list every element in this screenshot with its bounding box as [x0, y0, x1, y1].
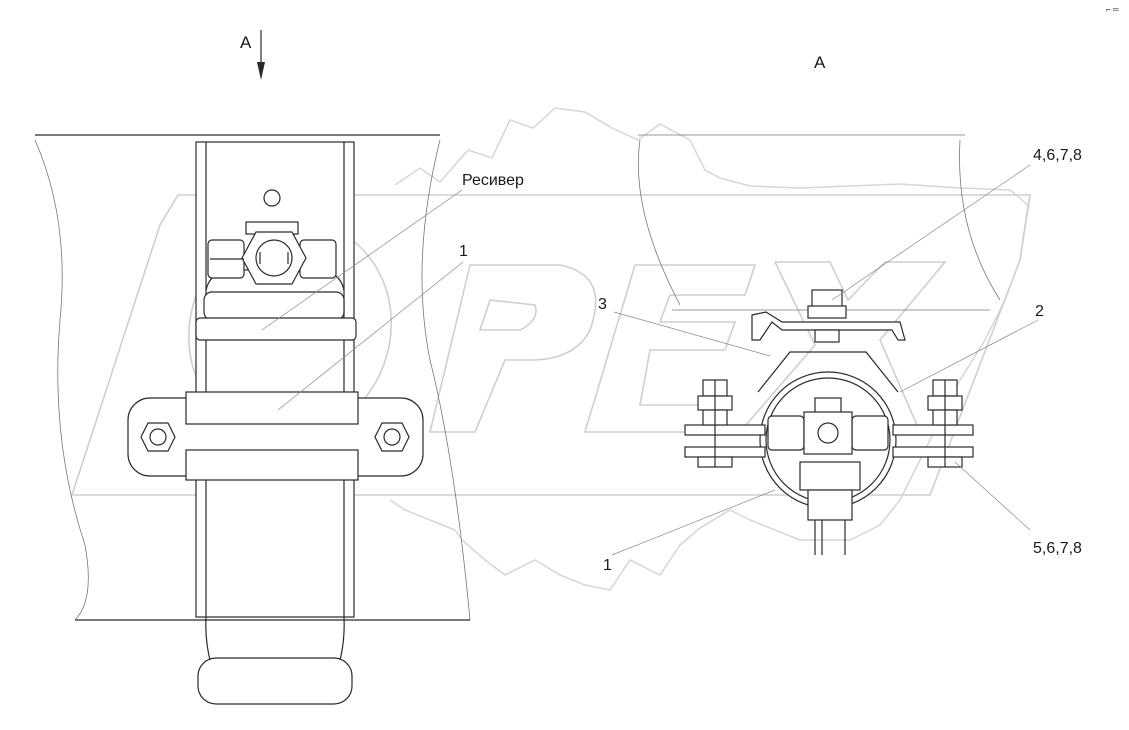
label-item-3: 3: [598, 296, 607, 313]
mounting-plate: [203, 291, 345, 321]
watermark-letter-p: [428, 264, 597, 433]
leader-4678: [831, 164, 1031, 301]
drain-valve: [207, 221, 337, 285]
label-item-1-right: 1: [603, 557, 612, 574]
section-valve: [767, 397, 889, 555]
watermark-logo-frame: [70, 194, 1031, 496]
leader-3: [613, 311, 771, 357]
leader-item-1-left: [277, 261, 464, 411]
mounting-pad: [195, 317, 357, 341]
label-item-1-left: 1: [459, 243, 468, 260]
corner-mark: ⌐ ═: [1106, 5, 1119, 14]
right-flange-bolt: [892, 379, 974, 468]
view-title: А: [814, 53, 826, 72]
top-bolt: [807, 289, 847, 343]
leader-item-1-right: [611, 489, 776, 556]
strap-hole: [263, 189, 281, 207]
top-bracket: [751, 311, 906, 341]
label-receiver: Ресивер: [462, 172, 524, 189]
clamp-bolt-left: [140, 422, 176, 452]
receiver-left-outline: [34, 139, 89, 621]
view-arrow: А: [240, 30, 265, 80]
watermark-gear-outline: [389, 107, 1029, 591]
bracket-strap: [195, 141, 355, 618]
hex-nut: [241, 231, 307, 285]
clamp-lower-strap: [185, 449, 359, 481]
upper-clamp-half: [757, 351, 899, 393]
clamp-bolt-right: [374, 422, 410, 452]
view-arrow-head: [257, 62, 265, 80]
label-item-2: 2: [1035, 303, 1044, 320]
clamp-upper-strap: [185, 391, 359, 425]
right-view: 4,6,7,8 2 3 5,6,7,8 1: [598, 134, 1082, 574]
leader-receiver: [261, 189, 463, 331]
left-view: Ресивер 1: [34, 134, 524, 705]
leader-2: [899, 319, 1039, 393]
label-5678: 5,6,7,8: [1033, 540, 1082, 557]
view-arrow-label: А: [240, 33, 252, 52]
label-4678: 4,6,7,8: [1033, 147, 1082, 164]
strap-end-cap: [197, 657, 353, 705]
receiver-right-outline: [421, 139, 471, 621]
leader-5678: [954, 461, 1031, 531]
left-flange-bolt: [684, 379, 766, 468]
